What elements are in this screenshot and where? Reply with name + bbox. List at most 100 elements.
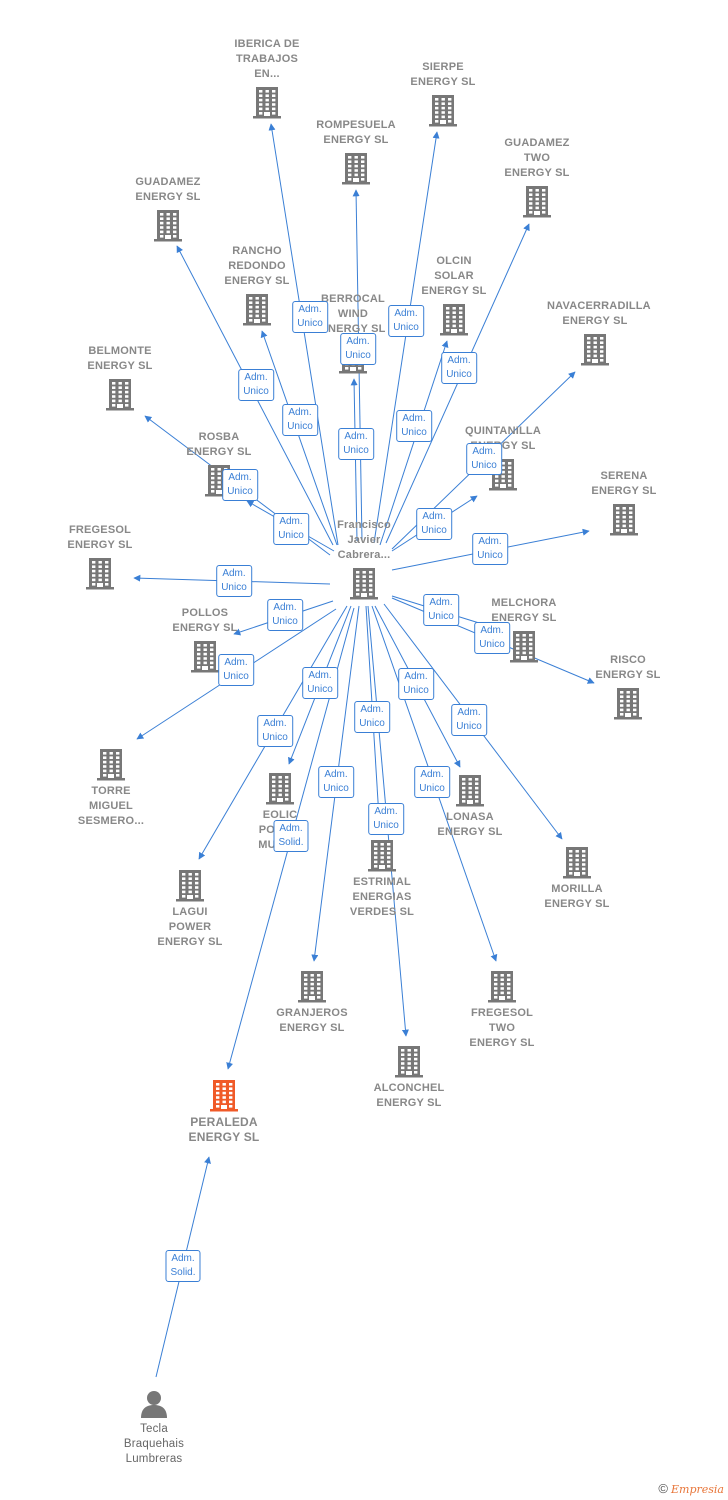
relation-edge-olcin [379, 340, 449, 546]
node-label-line: ENERGY SL [135, 191, 201, 203]
relation-label-francisco-alconchel[interactable]: Adm.Unico [368, 803, 404, 835]
node-label-line: ALCONCHEL [373, 1082, 445, 1094]
relation-role-line: Adm. [420, 769, 444, 780]
relation-role-line: Adm. [228, 472, 252, 483]
node-label-line: GUADAMEZ [135, 176, 201, 188]
company-node-guadamez[interactable]: GUADAMEZ ENERGY SL [120, 175, 216, 242]
relation-label-francisco-guadamez-two[interactable]: Adm.Unico [441, 352, 477, 384]
relation-label-francisco-lonasa[interactable]: Adm.Unico [398, 668, 434, 700]
node-label-line: ENERGY SL [562, 315, 628, 327]
relation-role-line: Unico [419, 783, 445, 794]
relation-role-line: Unico [471, 460, 497, 471]
relation-label-francisco-melchora[interactable]: Adm.Unico [423, 594, 459, 626]
building-icon [456, 775, 484, 807]
relation-label-francisco-belmonte[interactable]: Adm.Unico [222, 469, 258, 501]
relation-label-francisco-fregesol[interactable]: Adm.Unico [216, 565, 252, 597]
company-node-risco[interactable]: RISCO ENERGY SL [580, 653, 676, 720]
relation-label-francisco-olcin[interactable]: Adm.Unico [396, 410, 432, 442]
relation-label-francisco-estrimal[interactable]: Adm.Unico [354, 701, 390, 733]
node-label-line: ENERGY SL [320, 323, 386, 335]
relation-label-francisco-rompesuela[interactable]: Adm.Unico [340, 333, 376, 365]
node-label-line: Javier [347, 534, 381, 546]
relation-label-francisco-lagui[interactable]: Adm.Unico [257, 715, 293, 747]
relation-label-francisco-fregesol-two[interactable]: Adm. Unico [414, 766, 450, 798]
relation-role-line: Adm. [298, 304, 322, 315]
relation-role-line: Unico [272, 616, 298, 627]
node-label-line: MIGUEL [89, 800, 133, 812]
relation-role-line: Adm. [344, 431, 368, 442]
relation-label-francisco-serena[interactable]: Adm.Unico [472, 533, 508, 565]
relation-label-francisco-torre[interactable]: Adm.Unico [218, 654, 254, 686]
building-icon [298, 971, 326, 1003]
relation-role-line: Unico [373, 820, 399, 831]
relation-role-line: Adm. [279, 516, 303, 527]
relation-label-francisco-granjeros[interactable]: Adm.Unico [318, 766, 354, 798]
node-label-line: ENERGY SL [224, 275, 290, 287]
node-label-line: ENERGY SL [595, 669, 661, 681]
node-label-line: ENERGY SL [279, 1022, 345, 1034]
building-icon [253, 87, 281, 119]
node-label-line: GRANJEROS [276, 1007, 348, 1019]
company-node-granjeros[interactable]: GRANJEROS ENERGY SL [264, 969, 360, 1036]
node-label-line: EN... [254, 68, 280, 80]
relation-label-francisco-peraleda[interactable]: Adm.Solid. [273, 820, 309, 852]
footer: © Empresia [658, 1481, 724, 1496]
node-label-line: EOLIC [262, 809, 298, 821]
relation-label-tecla-peraleda[interactable]: Adm.Solid. [165, 1250, 201, 1282]
relation-label-francisco-pollos[interactable]: Adm.Unico [267, 599, 303, 631]
relation-label-francisco-rosba[interactable]: Adm.Unico [273, 513, 309, 545]
relation-label-francisco-berrocal[interactable]: Adm.Unico [338, 428, 374, 460]
node-label-line: RISCO [610, 654, 646, 666]
building-icon [154, 210, 182, 242]
node-label-line: ENERGY SL [323, 134, 389, 146]
relation-label-francisco-quintanilla[interactable]: Adm.Unico [416, 508, 452, 540]
node-label-line: TWO [488, 1022, 516, 1034]
relation-label-francisco-risco[interactable]: Adm.Unico [474, 622, 510, 654]
relation-label-francisco-navacerradilla[interactable]: Adm.Unico [466, 443, 502, 475]
relation-label-francisco-morilla[interactable]: Adm.Unico [451, 704, 487, 736]
relation-label-francisco-eolic[interactable]: Adm.Unico [302, 667, 338, 699]
brand-logo[interactable]: Empresia [671, 1483, 724, 1496]
relation-label-francisco-iberica[interactable]: Adm.Unico [292, 301, 328, 333]
relation-label-francisco-sierpe[interactable]: Adm.Unico [388, 305, 424, 337]
relation-label-francisco-rancho[interactable]: Adm.Unico [282, 404, 318, 436]
relation-label-francisco-guadamez[interactable]: Adm.Unico [238, 369, 274, 401]
node-label-line: POLLOS [181, 607, 229, 619]
relation-role-line: Adm. [263, 718, 287, 729]
